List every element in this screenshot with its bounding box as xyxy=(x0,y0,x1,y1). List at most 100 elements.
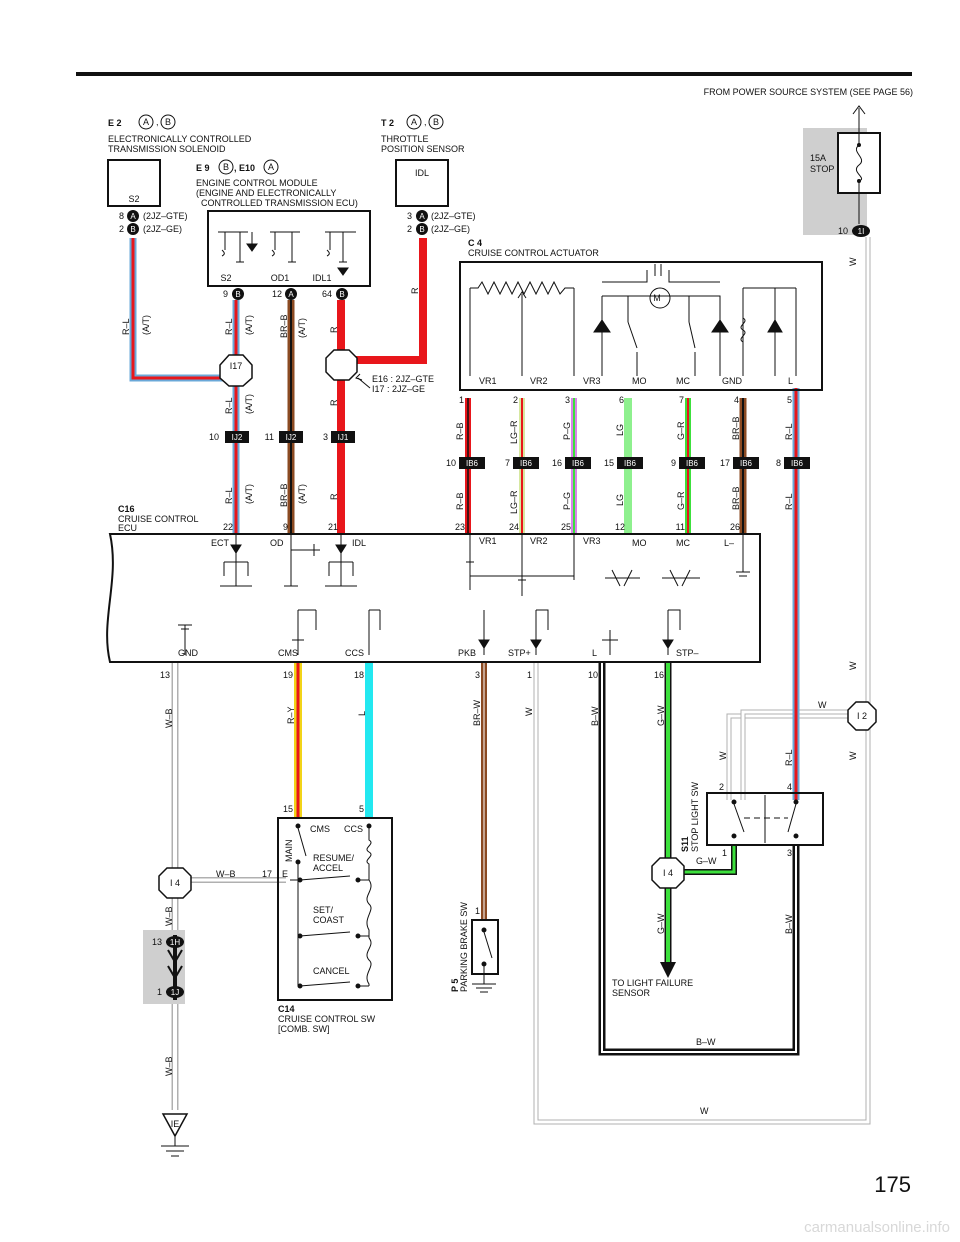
e2-pin-a-conn-label: A xyxy=(130,212,136,221)
wire-label-r-2: R xyxy=(410,287,420,294)
p5-pin: 1 xyxy=(475,906,480,916)
c14-cms: CMS xyxy=(310,824,330,834)
e2-box-label: S2 xyxy=(128,194,139,204)
ecm-conn1-label: B xyxy=(223,162,229,172)
e2-pin-b-conn-label: B xyxy=(130,225,135,234)
ib6-conn-3 xyxy=(565,457,591,469)
fuse-name: STOP xyxy=(810,164,834,174)
fuse-rating: 15A xyxy=(810,153,826,163)
ecm-conn-idl1-label: B xyxy=(339,290,344,299)
c16-pin-od: 9 xyxy=(283,522,288,532)
t2-note-a: (2JZ–GTE) xyxy=(431,211,476,221)
p5-code: P 5 xyxy=(450,979,460,992)
c14-resume2: ACCEL xyxy=(313,863,343,873)
wire-label-wb-1: W–B xyxy=(164,708,174,728)
t2-pin-a: 3 xyxy=(407,211,412,221)
wire-label-bw-2: B–W xyxy=(784,914,794,934)
ij-pin-c: 3 xyxy=(323,432,328,442)
t2-box-label: IDL xyxy=(415,168,429,178)
e2-name2: TRANSMISSION SOLENOID xyxy=(108,144,226,154)
c14-set1: SET/ xyxy=(313,905,334,915)
ib6-conn-4-label: IB6 xyxy=(624,459,637,468)
j1-label: 1J xyxy=(171,988,179,997)
c4-term-vr3: VR3 xyxy=(583,376,601,386)
ecm-conn-s2 xyxy=(232,288,244,300)
c16-term-stpm: STP– xyxy=(676,648,699,658)
c16-pin-idl: 21 xyxy=(328,522,338,532)
c14-internal-switches xyxy=(290,823,372,989)
c4-motor-label: M xyxy=(653,293,661,303)
c16-term-vr1: VR1 xyxy=(479,536,497,546)
t2-note-b: (2JZ–GE) xyxy=(431,224,470,234)
t2-pin-a-conn xyxy=(416,210,428,222)
s11-pin3: 3 xyxy=(787,848,792,858)
fuse-dot-bottom xyxy=(857,179,861,183)
ib6-conn-5-label: IB6 xyxy=(686,459,699,468)
c4-pin-1: 1 xyxy=(459,395,464,405)
wire-label-bw-1: B–W xyxy=(590,706,600,726)
c4-term-mc: MC xyxy=(676,376,690,386)
wire-label-wb-3: W–B xyxy=(164,906,174,926)
ecm-conn-od1 xyxy=(285,288,297,300)
ib6-conn-3-label: IB6 xyxy=(572,459,585,468)
wire-label-lg-2: LG xyxy=(615,494,625,506)
e2-pin-b: 2 xyxy=(119,224,124,234)
ib6-conn-2-label: IB6 xyxy=(520,459,533,468)
wire-w-outer xyxy=(533,237,871,1125)
wire-label-lgr-1: LG–R xyxy=(509,420,519,444)
p5-name: PARKING BRAKE SW xyxy=(459,902,469,992)
c4-box xyxy=(459,261,823,391)
ecm-term-idl1: IDL1 xyxy=(312,273,331,283)
ecm-code1: E 9 xyxy=(196,163,210,173)
gw-arrow xyxy=(660,962,676,978)
wire-label-wb-2: W–B xyxy=(216,869,236,879)
s11-pin2: 2 xyxy=(719,782,724,792)
c4-pin-6: 6 xyxy=(619,395,624,405)
c4-name: CRUISE CONTROL ACTUATOR xyxy=(468,248,599,258)
wire-rl-left-core xyxy=(131,238,238,534)
wire-label-at-5: (A/T) xyxy=(244,484,254,504)
t2-conn-a xyxy=(406,114,422,130)
wire-label-lg-1: LG xyxy=(615,424,625,436)
ecm-internal-circuits xyxy=(218,231,356,276)
wire-label-l: L xyxy=(357,711,367,716)
c16-term-idl: IDL xyxy=(352,538,366,548)
wire-label-w-1: W xyxy=(524,707,534,716)
s11-pin4: 4 xyxy=(787,782,792,792)
ib6-conn-1-label: IB6 xyxy=(466,459,479,468)
t2-pin-b-conn xyxy=(416,223,428,235)
junction-i4-left xyxy=(158,867,192,899)
c4-internal-circuits xyxy=(469,264,797,376)
c16-term-gnd: GND xyxy=(178,648,199,658)
c16-pin-ccs: 18 xyxy=(354,670,364,680)
ij-pin-b: 11 xyxy=(265,432,274,442)
ib6-conn-5 xyxy=(679,457,705,469)
wire-label-at-6: (A/T) xyxy=(297,484,307,504)
wire-label-rl-6: R–L xyxy=(784,493,794,510)
c16-term-vr2: VR2 xyxy=(530,536,548,546)
s11-code: S11 xyxy=(680,836,690,852)
wire-label-at-1: (A/T) xyxy=(141,315,151,335)
c16-pin-vr2: 24 xyxy=(509,522,519,532)
c14-pin-cms: 15 xyxy=(283,804,293,814)
wire-label-w-4: W xyxy=(818,700,827,710)
ib6-conn-1 xyxy=(459,457,485,469)
c16-pin-stpp: 1 xyxy=(527,670,532,680)
c16-pin-gnd: 13 xyxy=(160,670,170,680)
ib6-pin-15: 15 xyxy=(604,458,614,468)
wire-label-w-3: W xyxy=(848,661,858,670)
fuse-connector-label: 1I xyxy=(858,227,865,236)
e2-box xyxy=(107,159,161,207)
e2-code: E 2 xyxy=(108,118,122,128)
c4-code: C 4 xyxy=(468,238,482,248)
c14-name1: CRUISE CONTROL SW xyxy=(278,1014,376,1024)
top-rule xyxy=(76,72,912,76)
wire-label-brw: BR–W xyxy=(472,699,482,726)
watermark: carmanualsonline.info xyxy=(804,1219,950,1236)
ecm-term-od1: OD1 xyxy=(271,273,290,283)
c16-term-mo: MO xyxy=(632,538,647,548)
source-note: FROM POWER SOURCE SYSTEM (SEE PAGE 56) xyxy=(704,87,913,97)
wire-label-gw-2: G–W xyxy=(696,856,717,866)
wire-label-rl-2: R–L xyxy=(224,318,234,335)
wire-label-rl-3: R–L xyxy=(224,397,234,414)
